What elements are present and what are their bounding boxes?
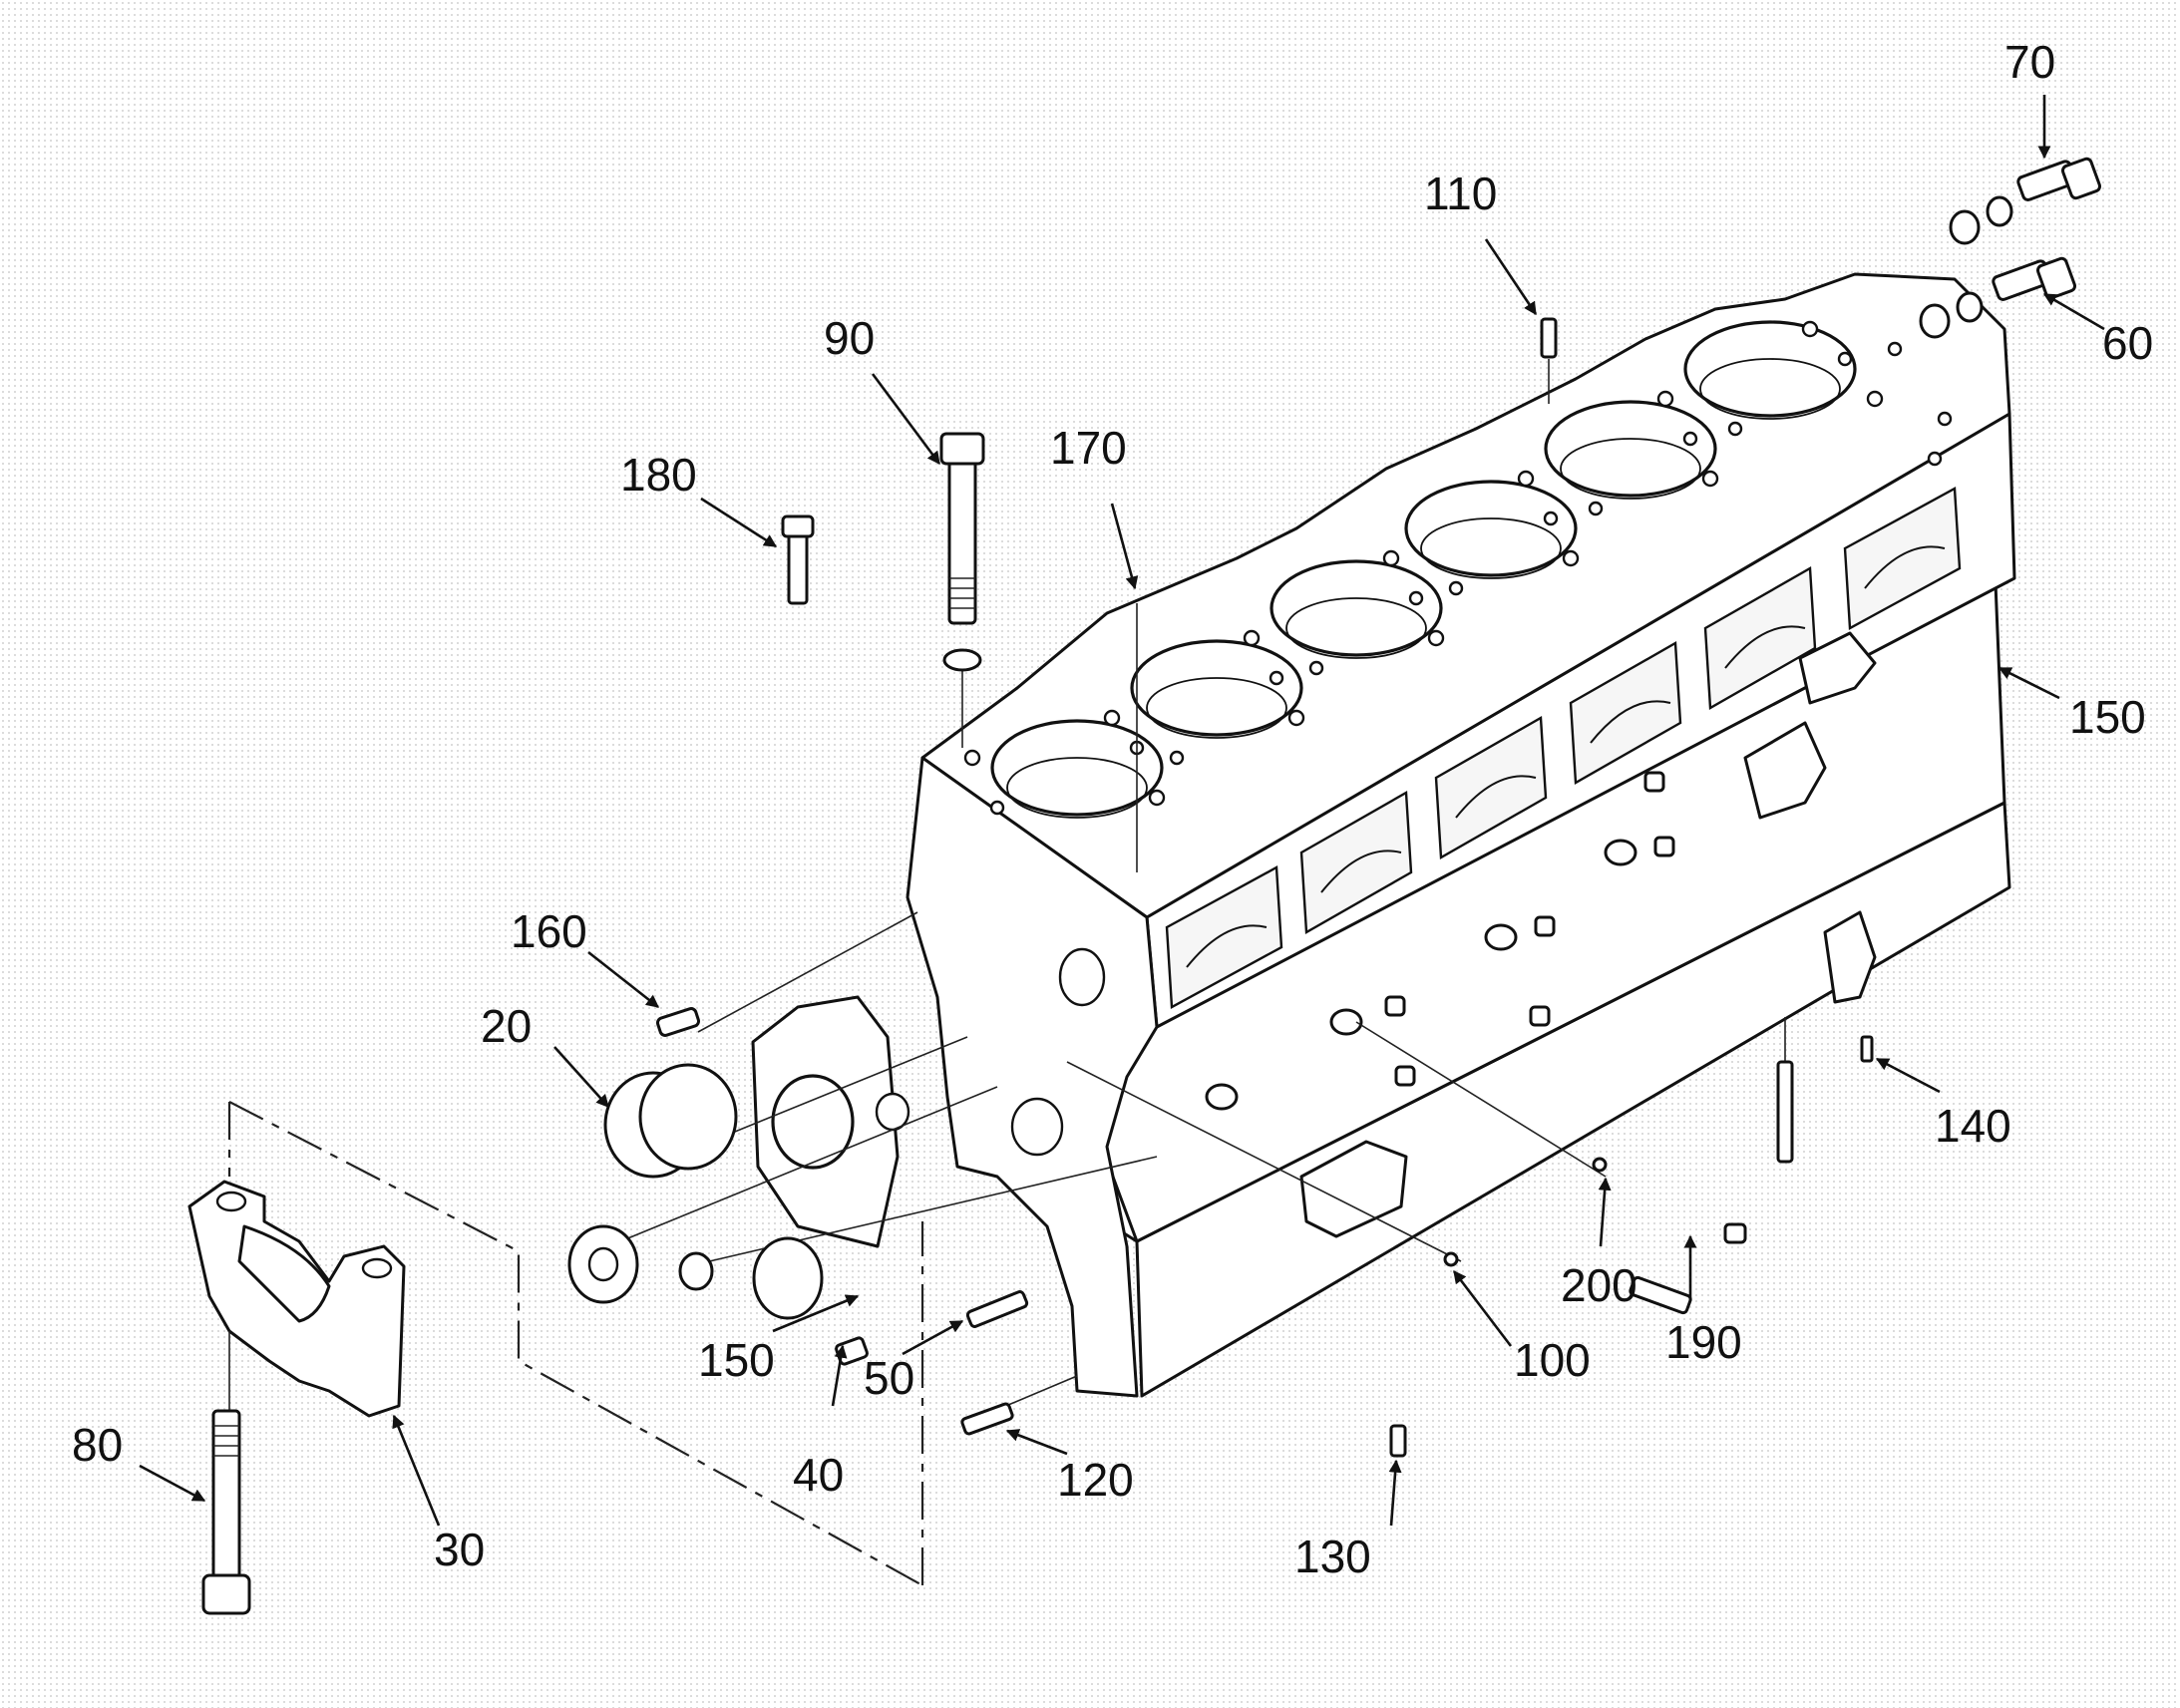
callout-100: 100 — [1514, 1334, 1591, 1386]
cylinder-bores — [990, 320, 1857, 819]
rail-bracket-front — [1299, 1140, 1408, 1238]
engine-block — [751, 272, 2016, 1398]
callout-170: 170 — [1050, 422, 1127, 474]
leader-arrows — [139, 95, 2105, 1527]
side-bosses — [1205, 771, 1675, 1111]
sleeves-front — [567, 1007, 1874, 1458]
bolt-90 — [939, 432, 985, 672]
callout-70: 70 — [2004, 36, 2055, 88]
callout-190: 190 — [1665, 1316, 1742, 1368]
callout-150-right: 150 — [2069, 691, 2146, 743]
callout-150-left: 150 — [698, 1334, 775, 1386]
callout-130: 130 — [1294, 1531, 1371, 1582]
callout-30: 30 — [434, 1524, 485, 1575]
callout-160: 160 — [511, 905, 587, 957]
explosion-lines — [227, 359, 1786, 1586]
callout-40: 40 — [793, 1449, 844, 1501]
deck-holes — [963, 320, 1953, 816]
bolt-80 — [201, 1409, 251, 1615]
callout-20: 20 — [481, 1000, 532, 1052]
callout-200: 200 — [1561, 1259, 1637, 1311]
rail-bracket-rear — [1823, 910, 1877, 1004]
callout-120: 120 — [1057, 1454, 1134, 1506]
callout-140: 140 — [1935, 1100, 2011, 1152]
dowel-110 — [1540, 317, 1558, 359]
callout-50: 50 — [864, 1352, 914, 1404]
bolts-60-70 — [1919, 157, 2102, 339]
side-bracket-mid — [1743, 721, 1827, 820]
callout-60: 60 — [2102, 317, 2153, 369]
bolt-180 — [781, 514, 815, 605]
main-bearing-cap — [187, 1180, 406, 1418]
side-windows — [1165, 487, 1962, 1009]
callout-90: 90 — [824, 312, 875, 364]
callout-80: 80 — [72, 1419, 123, 1471]
callout-labels: 20 30 40 50 60 70 80 90 100 110 120 130 … — [72, 36, 2153, 1582]
callout-110: 110 — [1424, 168, 1497, 219]
callout-180: 180 — [620, 449, 697, 501]
side-bracket-rear — [1798, 631, 1877, 705]
